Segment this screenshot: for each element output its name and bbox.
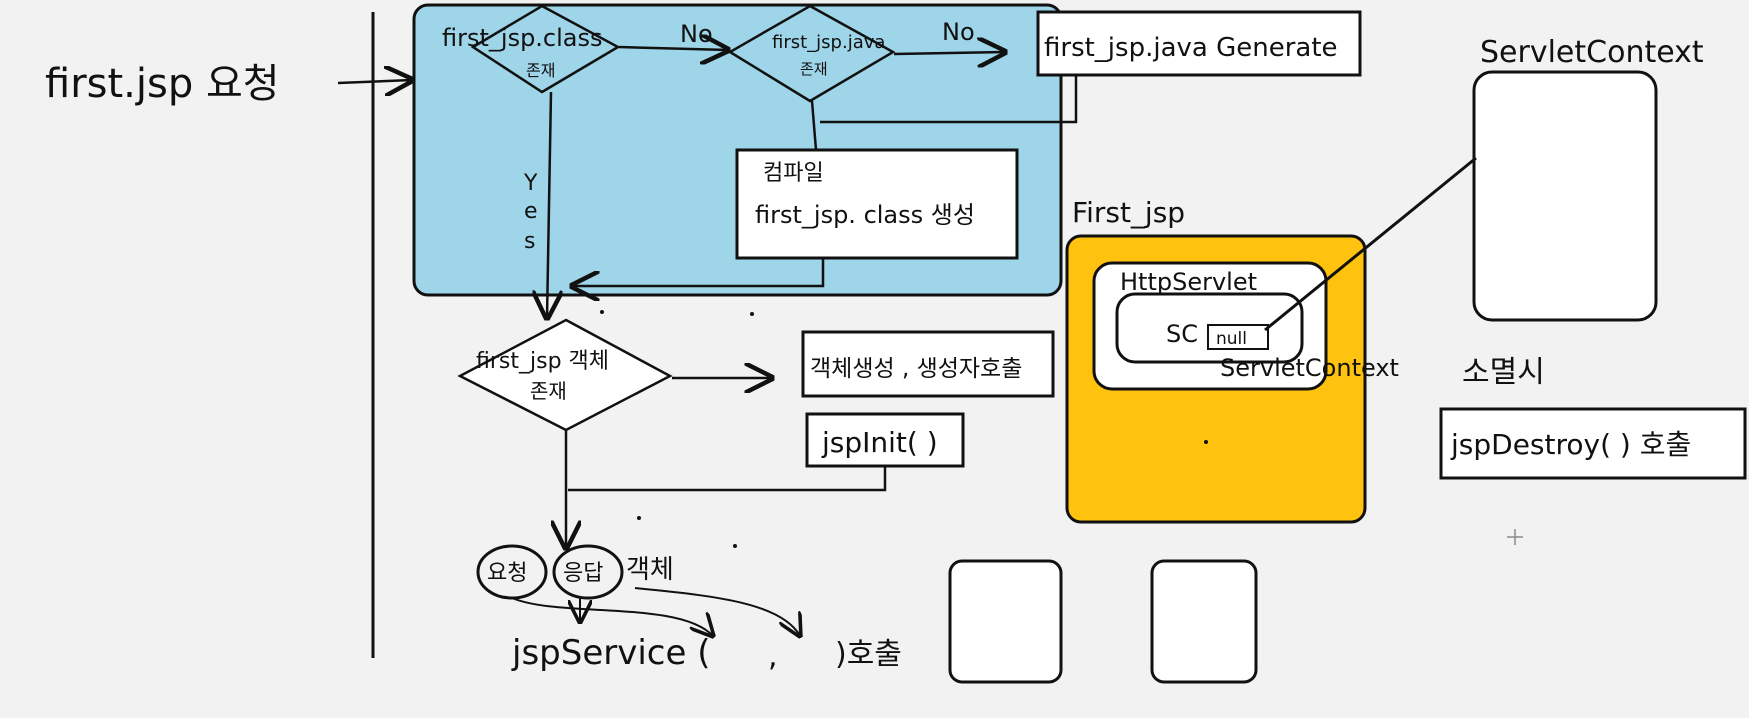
yes-label-y: Y — [523, 171, 538, 196]
request-circle-label: 요청 — [487, 561, 527, 586]
empty-box-1 — [948, 559, 1063, 684]
object-suffix: 객체 — [626, 555, 674, 585]
decision-object-exists — [457, 318, 673, 432]
cursor-crosshair-icon — [1507, 529, 1523, 545]
destroy-when-label: 소멸시 — [1462, 355, 1545, 390]
jsp-service-name: jspService ( — [511, 633, 710, 673]
stray-dot — [1204, 440, 1208, 444]
generate-to-compile-line — [820, 73, 1078, 124]
response-circle-label: 응답 — [563, 561, 603, 586]
decision-object-line2: 존재 — [530, 379, 567, 403]
decision-class-line2: 존재 — [526, 61, 555, 80]
first-jsp-label: First_jsp — [1072, 196, 1185, 229]
yes-label-e: e — [524, 199, 538, 224]
create-object-box — [801, 330, 1055, 398]
request-to-service-arrow — [511, 597, 713, 636]
stray-dot — [750, 312, 754, 316]
jsp-service-comma: , — [768, 639, 778, 674]
no-label-2: No — [942, 18, 975, 46]
jsp-init-box — [805, 412, 965, 468]
stray-dot — [637, 516, 641, 520]
sc-reference-line — [1264, 156, 1477, 332]
init-return-line — [568, 466, 887, 492]
sc-label: SC — [1166, 320, 1198, 348]
response-circle — [552, 544, 624, 600]
response-to-service-arrow — [634, 587, 800, 636]
http-servlet-label: HttpServlet — [1120, 268, 1257, 296]
no-arrow-2 — [893, 52, 1005, 54]
no-label-1: No — [680, 20, 713, 48]
compile-box — [735, 148, 1019, 260]
compile-return-line — [572, 258, 825, 286]
create-object-label: 객체생성 , 생성자호출 — [810, 356, 1022, 382]
decision-class-exists — [470, 4, 621, 94]
compile-box-line1: 컴파일 — [763, 161, 824, 186]
request-label: first.jsp 요청 — [45, 61, 280, 107]
request-arrow — [337, 80, 412, 83]
jsp-destroy-label: jspDestroy( ) 호출 — [1450, 428, 1691, 461]
no-arrow-1 — [618, 47, 728, 50]
empty-box-2 — [1150, 559, 1258, 684]
generate-box-label: first_jsp.java Generate — [1044, 33, 1338, 63]
jsp-init-label: jspInit( ) — [821, 426, 938, 459]
jsp-destroy-box — [1439, 407, 1747, 480]
servlet-context-object — [1472, 70, 1658, 322]
decision-java-line1: first_jsp.java — [772, 32, 885, 53]
servlet-context-inner-label: ServletContext — [1220, 354, 1399, 382]
stray-dot — [600, 310, 604, 314]
jsp-service-close: )호출 — [835, 637, 902, 672]
decision-java-line2: 존재 — [800, 60, 828, 78]
java-to-compile-line — [810, 100, 818, 151]
servlet-context-title: ServletContext — [1480, 35, 1704, 70]
compile-box-line2: first_jsp. class 생성 — [755, 201, 975, 229]
stray-dot — [733, 544, 737, 548]
null-value-box — [1207, 324, 1269, 350]
generate-box — [1036, 10, 1362, 77]
decision-class-line1: first_jsp.class — [442, 24, 603, 52]
decision-java-exists — [727, 4, 896, 103]
null-label: null — [1216, 329, 1247, 349]
yes-label-s: s — [524, 229, 535, 254]
yes-arrow — [547, 91, 551, 318]
request-circle — [476, 544, 548, 600]
decision-object-line1: first_jsp 객체 — [476, 349, 609, 374]
